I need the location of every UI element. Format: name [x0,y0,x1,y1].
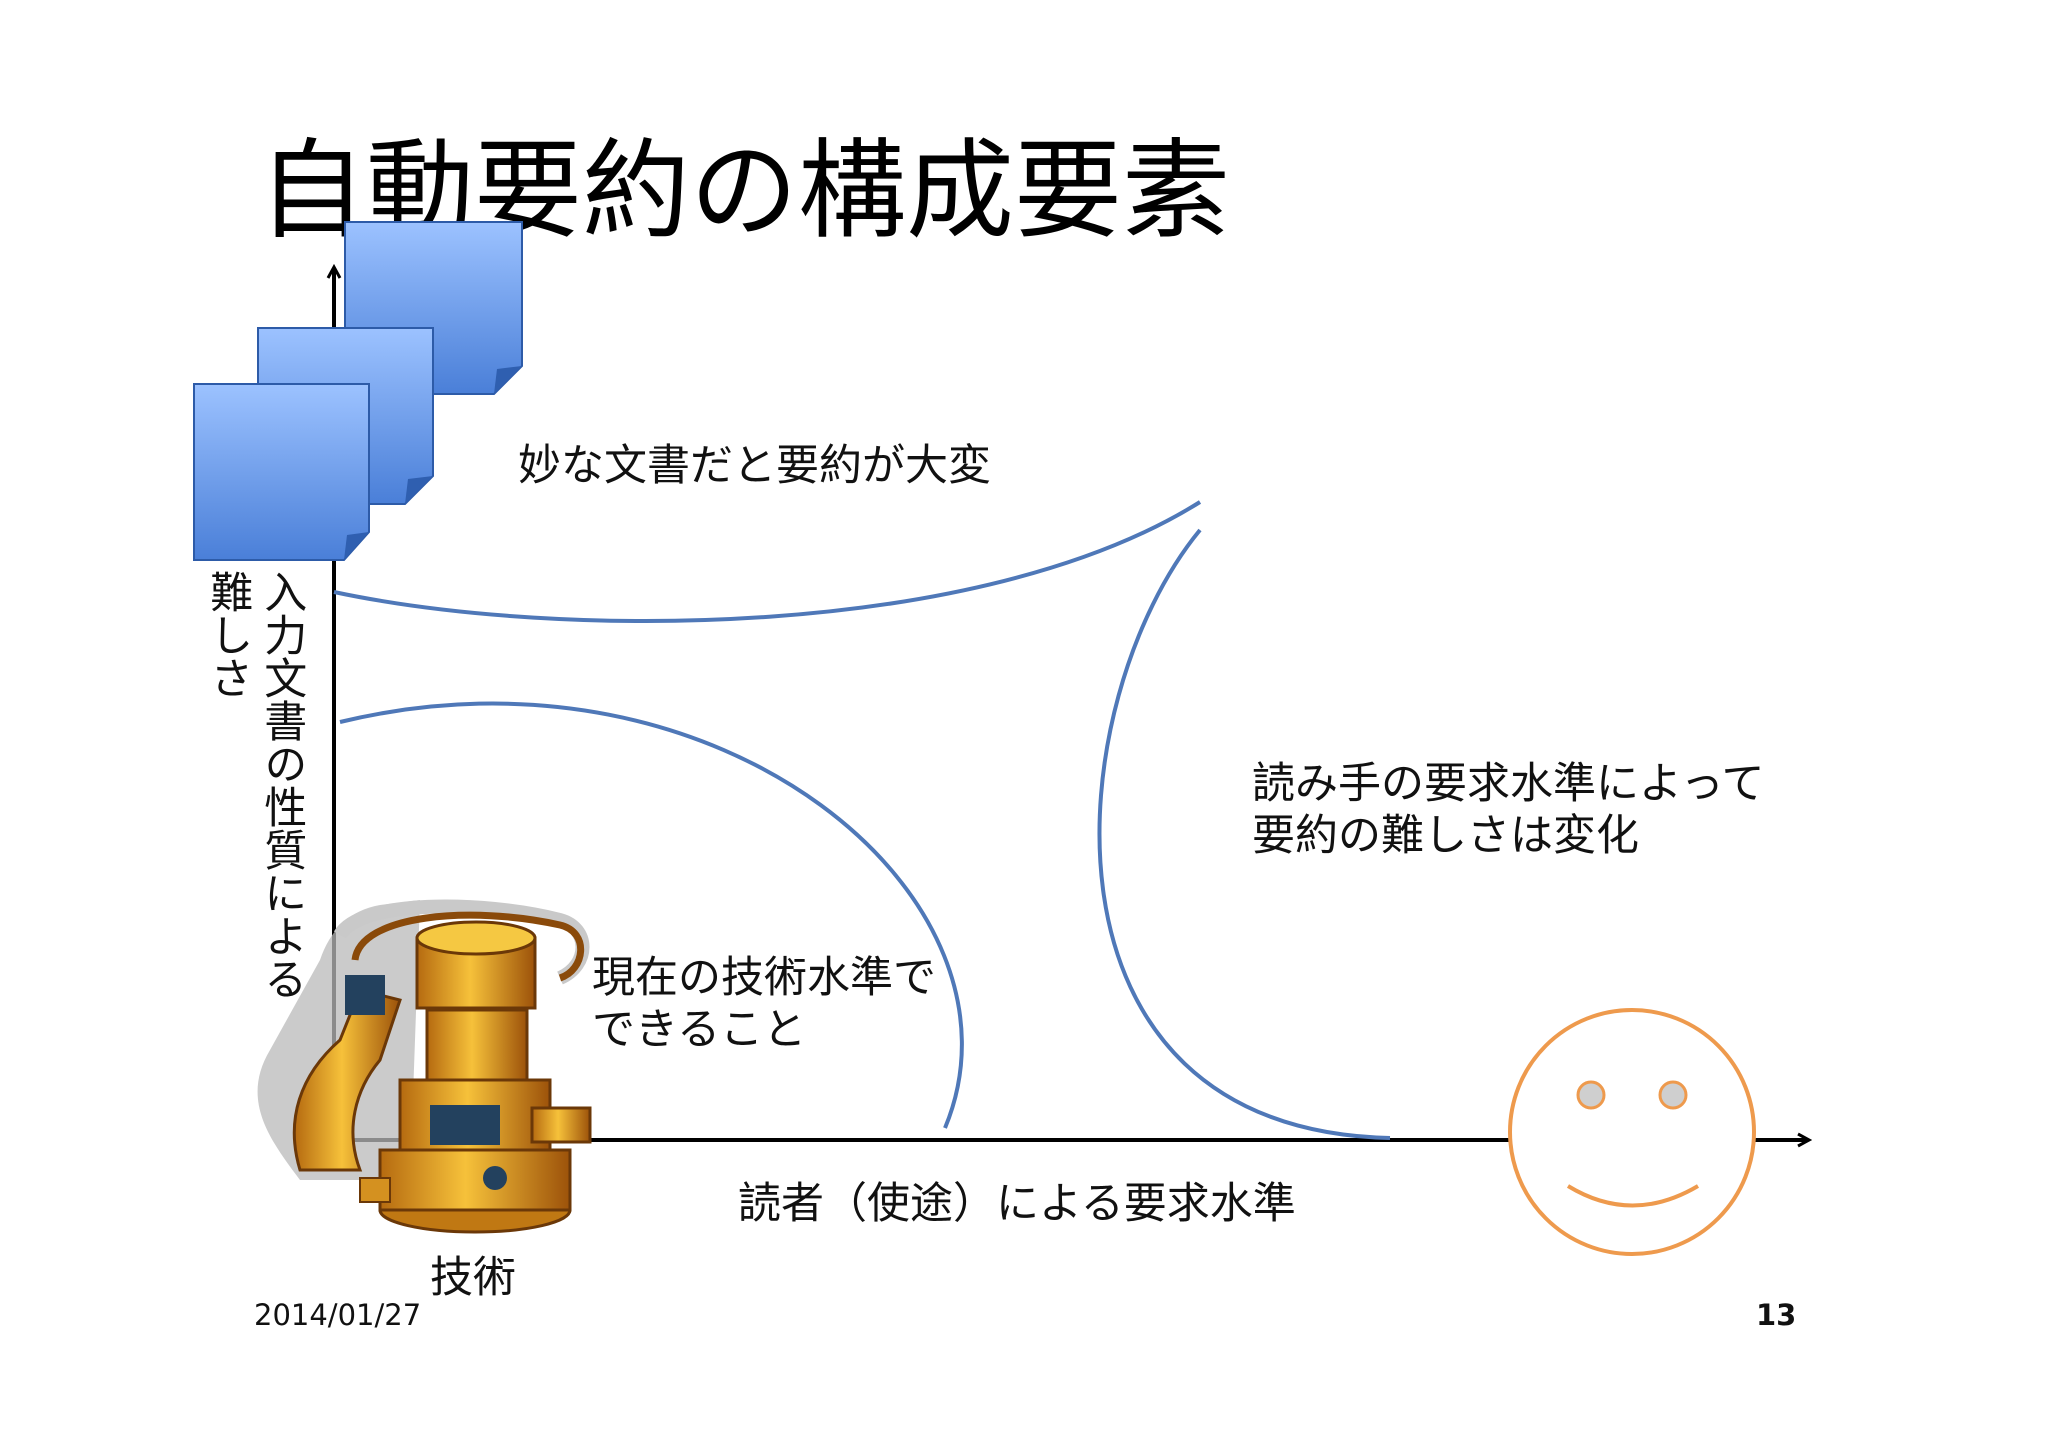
slide-date: 2014/01/27 [254,1298,422,1332]
x-axis-label: 読者（使途）による要求水準 [738,1179,1296,1229]
page-number: 13 [1756,1298,1797,1332]
x-origin-label: 技術 [430,1253,516,1303]
region-current-label-line2: できること [592,1005,807,1055]
current-technology-curve [339,701,964,1129]
right-boundary-curve [1097,528,1391,1140]
document-stack-icon [193,221,523,561]
machine-icon [257,899,592,1234]
y-axis-label-line2: 難しさ [202,570,253,699]
document-icon [193,383,370,561]
top-boundary-curve [333,500,1202,623]
region-right-label-line1: 読み手の要求水準によって [1252,759,1765,809]
smiley-reader-icon [1508,1008,1756,1256]
region-right-label-line2: 要約の難しさは変化 [1252,811,1639,861]
y-axis-label: 入力文書の性質による [256,570,307,1000]
region-top-label: 妙な文書だと要約が大変 [518,441,991,491]
region-current-label-line1: 現在の技術水準で [592,953,936,1003]
